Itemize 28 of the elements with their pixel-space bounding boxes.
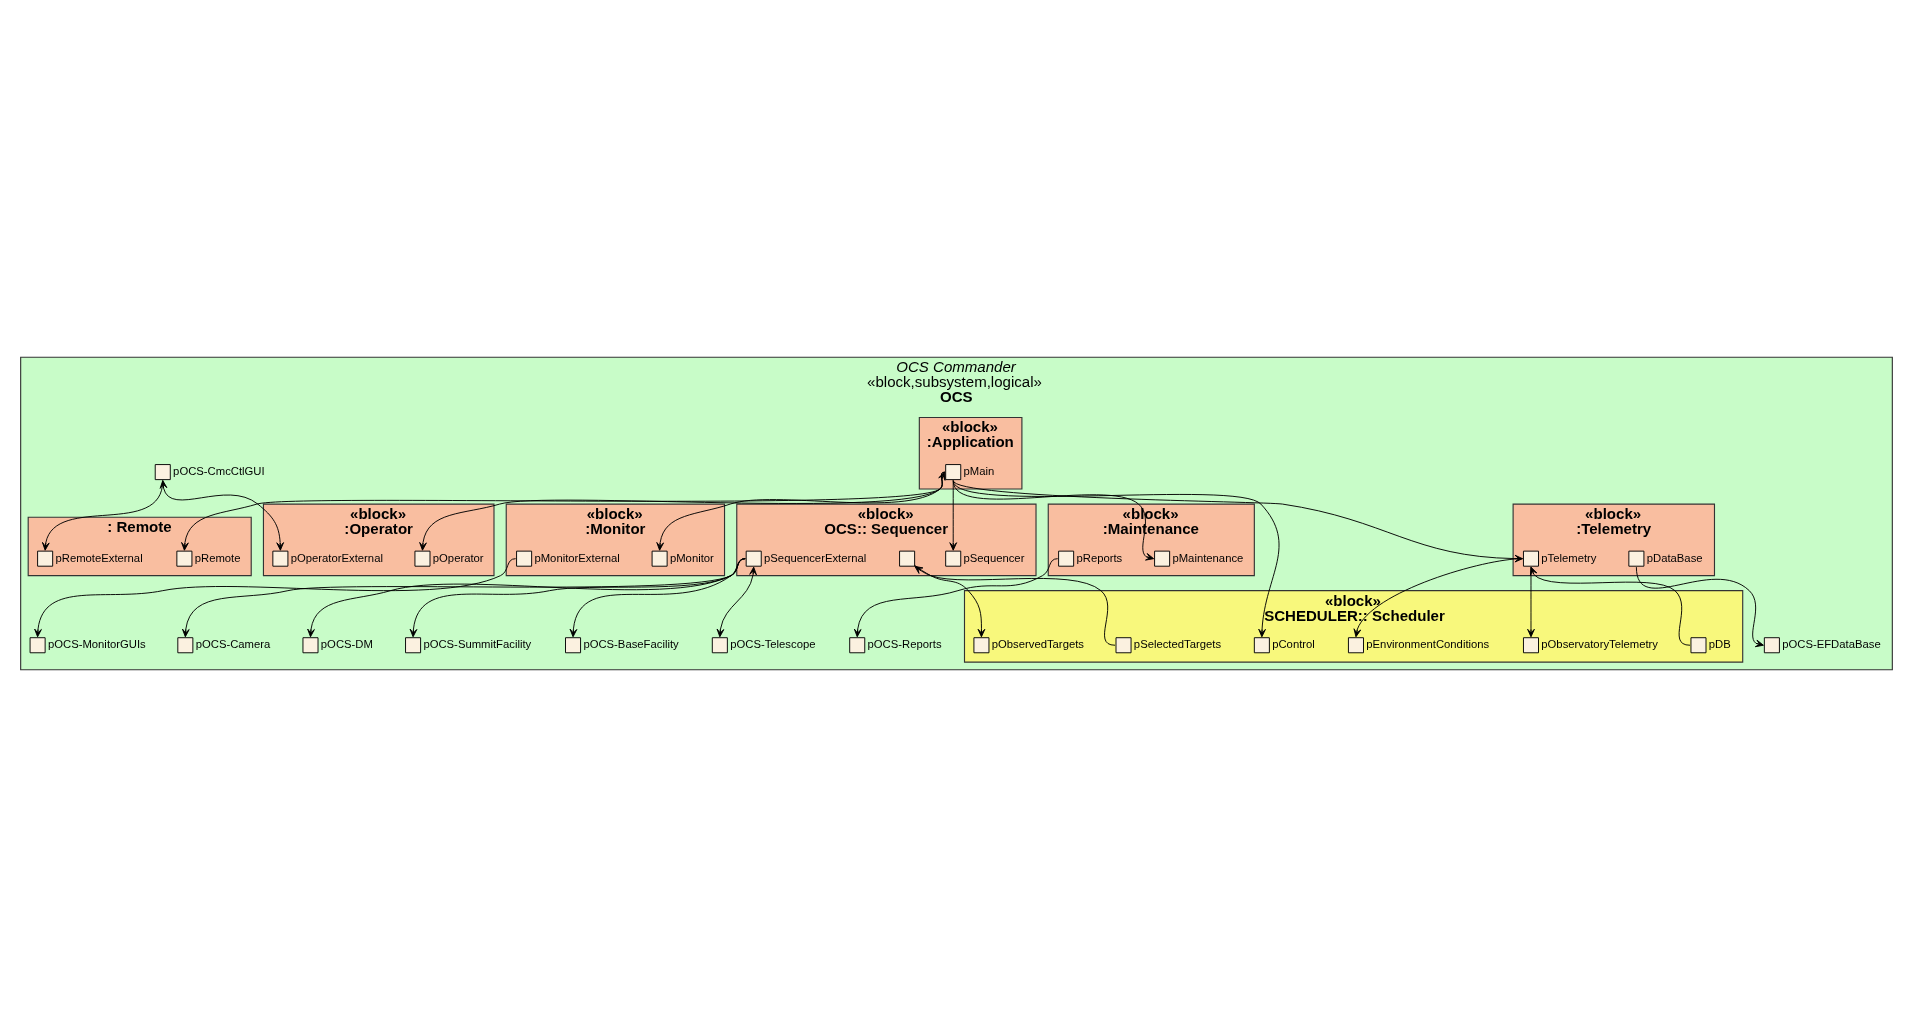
node-label: pOCS-DM [320, 638, 373, 651]
node-label: pSequencerExternal [764, 551, 867, 564]
node-label: pOCS-SummitFacility [423, 638, 532, 651]
node-label: pEnvironmentConditions [1366, 638, 1490, 651]
node-label: pDataBase [1646, 551, 1703, 564]
node-label: pOCS-EFDataBase [1782, 638, 1881, 651]
node-label: pOperator [432, 551, 484, 564]
node-label: pOCS-Camera [195, 638, 271, 651]
node-label: pSequencer [963, 551, 1025, 564]
node-label: pSelectedTargets [1133, 638, 1222, 651]
node-label: pDB [1708, 638, 1731, 651]
node-label: pTelemetry [1541, 551, 1597, 564]
node-label: pControl [1272, 638, 1315, 651]
node-label: pOCS-MonitorGUIs [47, 638, 146, 651]
node-label: pMonitor [669, 551, 714, 564]
node-label: pMonitorExternal [534, 551, 620, 564]
node-label: pObservedTargets [991, 638, 1084, 651]
node-label: pOCS-BaseFacility [583, 638, 679, 651]
node-label: pOperatorExternal [290, 551, 383, 564]
node-label: pOCS-CmcCtlGUI [173, 465, 265, 478]
node-label: pMain [963, 465, 995, 478]
node-label: pReports [1076, 551, 1123, 564]
node-label: pMaintenance [1172, 551, 1244, 564]
node-label: pObservatoryTelemetry [1541, 638, 1658, 651]
node-label: pRemoteExternal [55, 551, 143, 564]
node-label: pOCS-Telescope [730, 638, 816, 651]
node-label: pOCS-Reports [867, 638, 942, 651]
node-label: pRemote [194, 551, 241, 564]
